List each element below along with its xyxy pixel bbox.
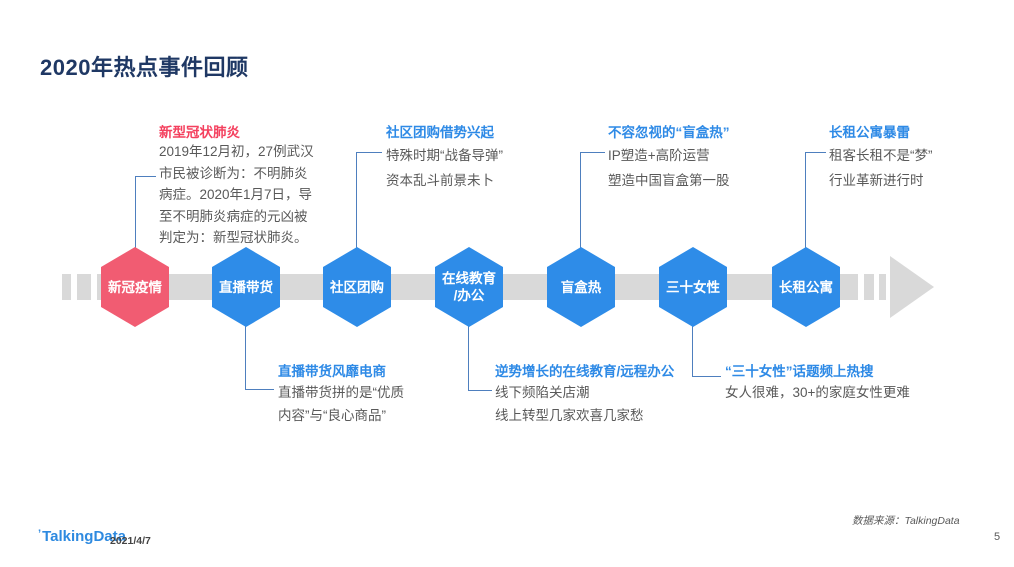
annotation-line: 塑造中国盲盒第一股 — [608, 173, 730, 188]
timeline-node-community-group-buying: 社区团购 — [323, 247, 391, 327]
annotation-title: 不容忽视的“盲盒热” — [608, 125, 730, 140]
connector-blind-box — [580, 152, 605, 251]
connector-covid — [135, 176, 156, 251]
annotation-line: 线下频陷关店潮 — [495, 385, 590, 400]
annotation-line: IP塑造+高阶运营 — [608, 148, 710, 163]
annotation-live-commerce: 直播带货风靡电商 直播带货拼的是“优质 内容”与“良心商品” — [278, 360, 448, 427]
connector-online-education — [468, 324, 492, 391]
page-number: 5 — [994, 531, 1001, 543]
node-label: /办公 — [453, 288, 485, 303]
timeline-node-online-education: 在线教育 /办公 — [435, 247, 503, 327]
timeline-node-long-term-rental: 长租公寓 — [772, 247, 840, 327]
node-label: 长租公寓 — [779, 279, 833, 295]
node-label: 盲盒热 — [560, 279, 602, 295]
annotation-line: 判定为：新型冠状肺炎。 — [159, 230, 308, 245]
annotation-community-group-buying: 社区团购借势兴起 特殊时期“战备导弹” 资本乱斗前景未卜 — [386, 121, 556, 193]
connector-thirty-women — [692, 324, 721, 377]
annotation-line: 2019年12月初，27例武汉 — [159, 144, 314, 159]
data-source-note: 数据来源：TalkingData — [852, 515, 960, 527]
annotation-blind-box: 不容忽视的“盲盒热” IP塑造+高阶运营 塑造中国盲盒第一股 — [608, 121, 778, 193]
annotation-line: 资本乱斗前景未卜 — [386, 173, 494, 188]
annotation-line: 租客长租不是“梦” — [829, 148, 933, 163]
annotation-line: 特殊时期“战备导弹” — [386, 148, 503, 163]
logo-text: TalkingData — [42, 528, 126, 545]
annotation-title: 直播带货风靡电商 — [278, 364, 386, 379]
annotation-line: 女人很难，30+的家庭女性更难 — [725, 385, 910, 400]
annotation-line: 病症。2020年1月7日，导 — [159, 187, 313, 202]
page-title: 2020年热点事件回顾 — [40, 55, 249, 80]
timeline-node-blind-box: 盲盒热 — [547, 247, 615, 327]
annotation-line: 内容”与“良心商品” — [278, 407, 386, 423]
annotation-line: 线上转型几家欢喜几家愁 — [495, 407, 644, 423]
annotation-long-term-rental: 长租公寓暴雷 租客长租不是“梦” 行业革新进行时 — [829, 121, 989, 193]
annotation-thirty-women: “三十女性”话题频上热搜 女人很难，30+的家庭女性更难 — [725, 360, 935, 405]
connector-long-term-rental — [805, 152, 826, 251]
annotation-title: “三十女性”话题频上热搜 — [725, 364, 874, 379]
annotation-title: 社区团购借势兴起 — [386, 125, 494, 140]
talkingdata-logo: ’TalkingData — [38, 528, 126, 545]
node-label: 直播带货 — [219, 279, 273, 295]
annotation-online-education: 逆势增长的在线教育/远程办公 线下频陷关店潮 线上转型几家欢喜几家愁 — [495, 360, 695, 427]
timeline-end-dash — [879, 274, 886, 300]
annotation-line: 市民被诊断为：不明肺炎 — [159, 165, 308, 181]
timeline-end-dash — [864, 274, 874, 300]
annotation-line: 直播带货拼的是“优质 — [278, 385, 404, 400]
node-label: 在线教育 — [442, 271, 496, 286]
annotation-title: 新型冠状肺炎 — [159, 125, 240, 140]
logo-tick: ’ — [38, 528, 42, 540]
node-label: 社区团购 — [330, 279, 384, 295]
annotation-title: 长租公寓暴雷 — [829, 125, 910, 140]
annotation-line: 行业革新进行时 — [829, 173, 924, 188]
connector-live-commerce — [245, 324, 274, 390]
annotation-covid: 新型冠状肺炎 2019年12月初，27例武汉 市民被诊断为：不明肺炎 病症。20… — [159, 121, 331, 249]
connector-community-group-buying — [356, 152, 382, 251]
timeline-arrowhead-icon — [890, 256, 934, 318]
timeline-start-dash — [62, 274, 71, 300]
timeline-node-thirty-women: 三十女性 — [659, 247, 727, 327]
timeline-start-dash — [77, 274, 91, 300]
node-label: 三十女性 — [666, 279, 720, 295]
annotation-title: 逆势增长的在线教育/远程办公 — [495, 364, 675, 379]
footer-date: 2021/4/7 — [110, 535, 151, 547]
annotation-line: 至不明肺炎病症的元凶被 — [159, 208, 308, 224]
timeline-node-covid: 新冠疫情 — [101, 247, 169, 327]
timeline-node-live-commerce: 直播带货 — [212, 247, 280, 327]
node-label: 新冠疫情 — [108, 279, 162, 295]
